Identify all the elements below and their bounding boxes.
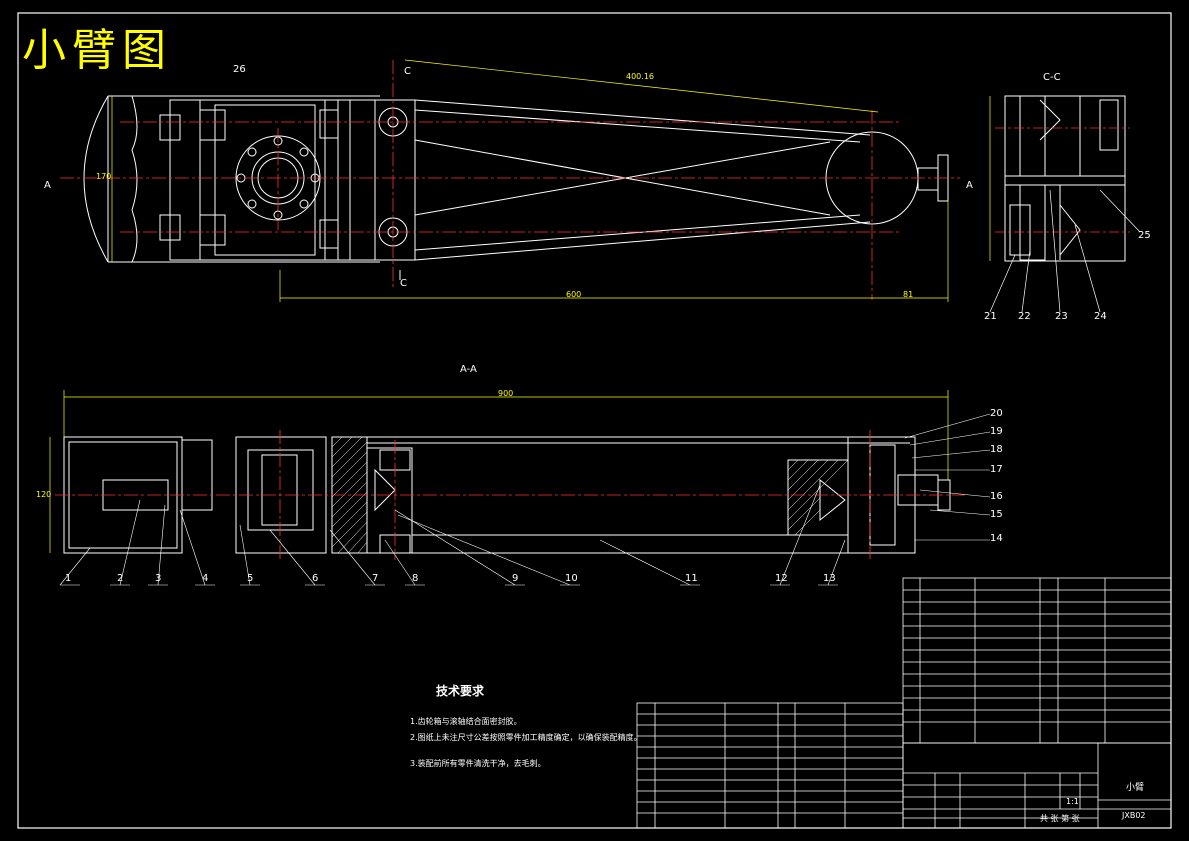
part-number-8: 8 xyxy=(412,573,419,584)
section-aa-centerline xyxy=(55,430,965,560)
dimension-120: 120 xyxy=(36,490,52,499)
technical-note-1: 1.齿轮箱与滚轴结合面密封胶。 xyxy=(410,717,522,726)
section-cc-leaders xyxy=(989,189,1141,313)
part-number-26: 26 xyxy=(233,64,246,75)
section-a-left-marker: A xyxy=(44,180,51,191)
part-number-5: 5 xyxy=(247,573,254,584)
top-view-dimensions xyxy=(111,59,949,302)
section-c-bottom-marker: C xyxy=(400,278,407,289)
part-number-15: 15 xyxy=(990,509,1003,520)
drawing-frame xyxy=(17,12,1172,829)
part-number-16: 16 xyxy=(990,491,1003,502)
part-number-18: 18 xyxy=(990,444,1003,455)
technical-requirements-heading: 技术要求 xyxy=(436,684,485,698)
part-number-14: 14 xyxy=(990,533,1003,544)
part-number-23: 23 xyxy=(1055,311,1068,322)
section-cc-label: C-C xyxy=(1043,72,1061,83)
part-number-1: 1 xyxy=(65,573,72,584)
section-cc-view xyxy=(1004,95,1126,262)
dimension-600: 600 xyxy=(566,290,582,299)
part-number-19: 19 xyxy=(990,426,1003,437)
part-number-7: 7 xyxy=(372,573,379,584)
top-view xyxy=(83,95,949,280)
title-block-drawing-name: 小臂 xyxy=(1126,783,1145,793)
title-block-sheet-count: 共 张 第 张 xyxy=(1040,814,1080,823)
section-aa-hatching xyxy=(331,436,849,554)
drawing-title: 小臂图 xyxy=(22,25,172,76)
section-aa-dimensions xyxy=(49,390,949,553)
section-a-right-marker: A xyxy=(966,180,973,191)
parts-list-left xyxy=(636,702,904,829)
part-number-25: 25 xyxy=(1138,230,1151,241)
part-number-9: 9 xyxy=(512,573,519,584)
technical-note-2: 2.图纸上未注尺寸公差按照零件加工精度确定，以确保装配精度。 xyxy=(410,733,642,742)
part-number-13: 13 xyxy=(823,573,836,584)
dimension-900: 900 xyxy=(498,389,514,398)
title-block-scale: 1:1 xyxy=(1066,797,1079,806)
part-leaders xyxy=(59,413,991,586)
dimension-170: 170 xyxy=(96,172,112,181)
part-number-6: 6 xyxy=(312,573,319,584)
part-number-11: 11 xyxy=(685,573,698,584)
part-number-24: 24 xyxy=(1094,311,1107,322)
section-aa-label: A-A xyxy=(460,364,477,375)
part-number-17: 17 xyxy=(990,464,1003,475)
part-number-12: 12 xyxy=(775,573,788,584)
section-cc-centerlines xyxy=(995,127,1130,233)
part-number-10: 10 xyxy=(565,573,578,584)
section-c-top-marker: C xyxy=(404,66,411,77)
part-number-21: 21 xyxy=(984,311,997,322)
dimension-400-16: 400.16 xyxy=(626,72,654,81)
part-number-22: 22 xyxy=(1018,311,1031,322)
title-block-drawing-number: JXB02 xyxy=(1122,811,1146,820)
title-block xyxy=(902,742,1172,829)
part-number-3: 3 xyxy=(155,573,162,584)
parts-list-right xyxy=(902,577,1172,744)
dimension-81: 81 xyxy=(903,290,914,299)
part-number-4: 4 xyxy=(202,573,209,584)
top-view-centerlines xyxy=(60,60,960,300)
part-number-2: 2 xyxy=(117,573,124,584)
technical-note-3: 3.装配前所有零件清洗干净，去毛刺。 xyxy=(410,759,546,768)
part-number-20: 20 xyxy=(990,408,1003,419)
